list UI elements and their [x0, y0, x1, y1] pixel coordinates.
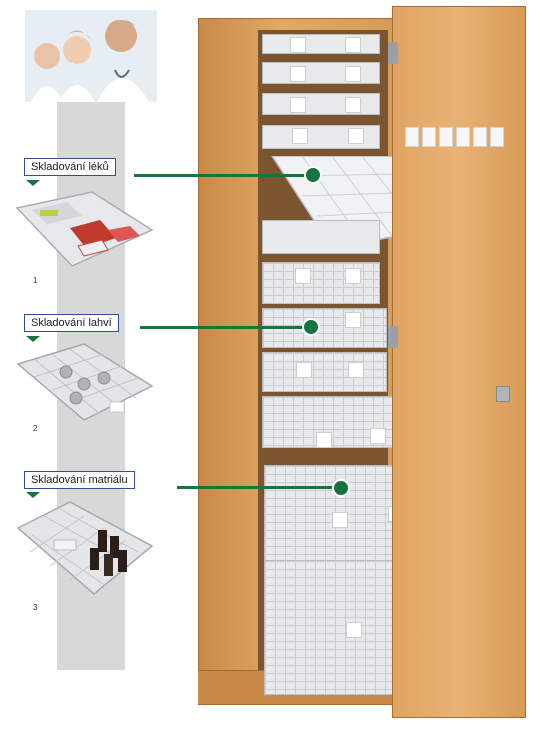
- item-number: 3: [33, 603, 38, 612]
- drawer-label: [316, 432, 332, 448]
- item-number: 2: [33, 424, 38, 433]
- callout-marker-dot: [304, 166, 322, 184]
- drawer-label: [345, 312, 361, 328]
- drawer-label: [290, 66, 306, 82]
- medical-staff-photo: [25, 10, 157, 102]
- drawer-label: [348, 128, 364, 144]
- door-lock-icon: [496, 386, 510, 402]
- callout-connector-line: [134, 174, 314, 177]
- door-label-tab: [473, 127, 487, 147]
- material-basket-image: [14, 500, 156, 598]
- item-number: 1: [33, 276, 38, 285]
- drawer-label: [345, 97, 361, 113]
- callout-material-storage: Skladování matriálu: [24, 471, 135, 489]
- callout-medicine-storage: Skladování léků: [24, 158, 116, 176]
- callout-bottle-storage: Skladování lahví: [24, 314, 119, 332]
- cabinet-door: [392, 6, 526, 718]
- drawer-label: [290, 97, 306, 113]
- door-hinge: [388, 326, 398, 348]
- door-hinge: [388, 42, 398, 64]
- callout-connector-line: [140, 326, 312, 329]
- drawer-label: [295, 268, 311, 284]
- drawer-label: [370, 428, 386, 444]
- callout-pointer-icon: [26, 492, 40, 498]
- drawer: [262, 93, 380, 115]
- drawer-label: [290, 37, 306, 53]
- drawer: [262, 34, 380, 54]
- basket-drawer: [262, 262, 380, 304]
- drawer-label: [345, 66, 361, 82]
- callout-pointer-icon: [26, 180, 40, 186]
- basket-drawer: [262, 352, 387, 392]
- drawer-label: [346, 622, 362, 638]
- drawer-label: [332, 512, 348, 528]
- bottle-basket-image: [14, 342, 156, 424]
- medicine-tray-image: [12, 190, 157, 270]
- door-label-tab: [490, 127, 504, 147]
- drawer: [262, 220, 380, 254]
- drawer-label: [345, 268, 361, 284]
- drawer-label: [345, 37, 361, 53]
- drawer: [262, 62, 380, 84]
- drawer-label: [348, 362, 364, 378]
- door-label-tab: [439, 127, 453, 147]
- door-label-tab: [405, 127, 419, 147]
- door-label-tab: [456, 127, 470, 147]
- drawer-label: [292, 128, 308, 144]
- callout-marker-dot: [302, 318, 320, 336]
- drawer-label: [296, 362, 312, 378]
- callout-connector-line: [177, 486, 343, 489]
- door-label-tab: [422, 127, 436, 147]
- callout-pointer-icon: [26, 336, 40, 342]
- callout-marker-dot: [332, 479, 350, 497]
